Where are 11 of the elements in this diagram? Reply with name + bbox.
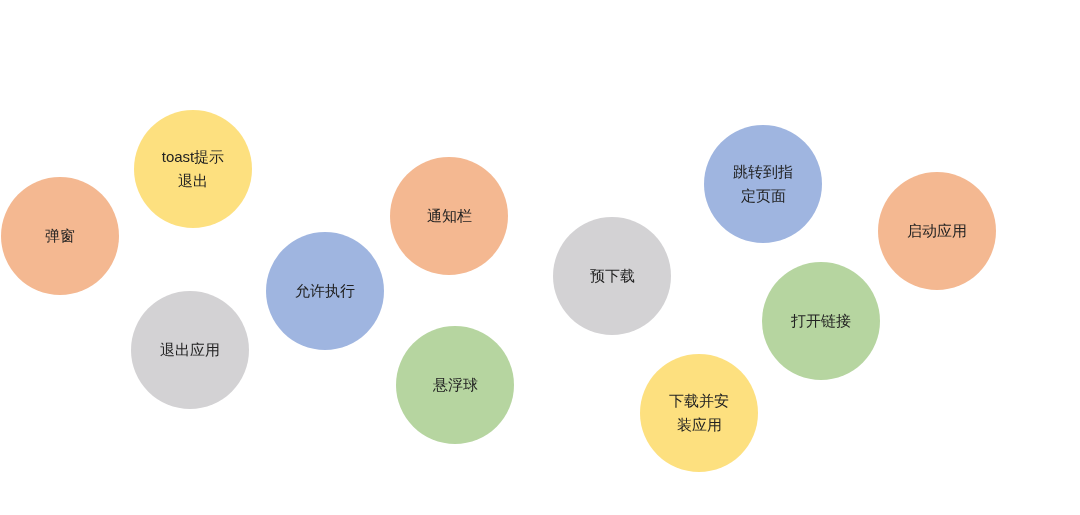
- circle-label: 悬浮球: [432, 375, 478, 395]
- circle-label: 预下载: [589, 266, 635, 286]
- circle-label: 下载并安装应用: [668, 391, 730, 435]
- circle-label: 允许执行: [295, 281, 355, 301]
- circle-label: 退出应用: [160, 340, 220, 360]
- circle-label: 启动应用: [907, 221, 967, 241]
- circle-label: 通知栏: [426, 206, 472, 226]
- circle-label: 跳转到指定页面: [732, 162, 794, 206]
- circle-label: toast提示退出: [161, 147, 225, 191]
- circle-label: 打开链接: [791, 311, 851, 331]
- circle-label: 弹窗: [45, 226, 75, 246]
